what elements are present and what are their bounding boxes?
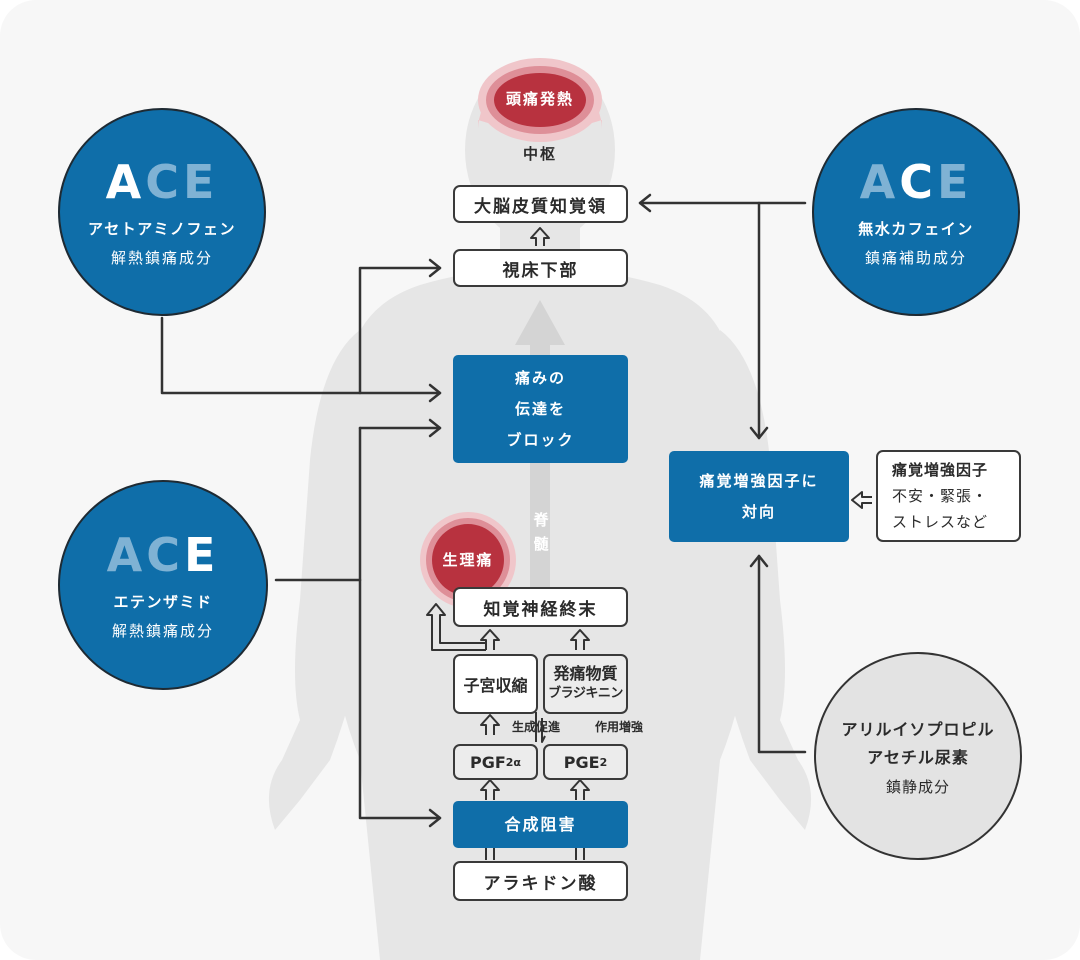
block-line-3: ブロック	[506, 430, 575, 449]
ingredient-role: 鎮痛補助成分	[864, 249, 967, 267]
ace-logo: ACE	[107, 529, 220, 581]
pain-substance-line-2: ブラジキニン	[548, 686, 623, 701]
connector-hypothalamus	[358, 266, 442, 395]
ace-letter-c: C	[145, 155, 183, 209]
head-pain-label: 頭痛発熱	[505, 90, 574, 108]
ace-letter-a: A	[105, 155, 146, 209]
ace-letter-c: C	[146, 528, 184, 582]
uterine-contraction-box: 子宮収縮	[453, 654, 538, 714]
ingredient-name-line-2: アセチル尿素	[867, 747, 969, 767]
counter-line-2: 対向	[741, 502, 776, 521]
hypothalamus-box: 視床下部	[453, 249, 628, 287]
pain-substance-box: 発痛物質 ブラジキニン	[543, 654, 628, 714]
ace-logo: ACE	[106, 156, 219, 208]
ingredient-role: 鎮静成分	[885, 777, 950, 796]
ingredient-caffeine: ACE 無水カフェイン 鎮痛補助成分	[812, 108, 1020, 316]
ace-letter-e: E	[183, 528, 220, 582]
sensory-nerve-box: 知覚神経終末	[453, 587, 628, 627]
ingredient-name: エテンザミド	[113, 593, 213, 611]
factor-source-line-3: ストレスなど	[892, 513, 989, 531]
factor-source-box: 痛覚増強因子 不安・緊張・ ストレスなど	[876, 450, 1021, 542]
ingredient-ethenzamide: ACE エテンザミド 解熱鎮痛成分	[58, 480, 268, 690]
ingredient-sedative: アリルイソプロピル アセチル尿素 鎮静成分	[814, 652, 1022, 860]
head-pain-graphic	[478, 58, 602, 142]
ace-letter-a: A	[859, 155, 900, 209]
ingredient-name-line-1: アリルイソプロピル	[841, 719, 995, 739]
hollow-arrows	[426, 227, 872, 860]
cortex-box: 大脳皮質知覚領	[453, 185, 628, 223]
pge2-sub: 2	[599, 755, 608, 769]
ingredient-role: 解熱鎮痛成分	[110, 249, 213, 267]
counter-factor-box: 痛覚増強因子に 対向	[669, 451, 849, 542]
factor-source-title: 痛覚増強因子	[892, 461, 989, 479]
pgf2a-sub: 2α	[505, 755, 521, 769]
block-line-1: 痛みの	[514, 368, 566, 387]
enhance-label: 作用増強	[595, 720, 644, 734]
synthesis-inhibition-box: 合成阻害	[453, 801, 628, 848]
ingredient-name: アセトアミノフェン	[88, 220, 236, 238]
ingredient-role: 解熱鎮痛成分	[111, 622, 214, 640]
block-line-2: 伝達を	[514, 399, 566, 418]
period-pain-graphic	[420, 512, 516, 608]
ace-letter-c: C	[899, 155, 937, 209]
block-transmission-box: 痛みの 伝達を ブロック	[453, 355, 628, 463]
ace-letter-a: A	[106, 528, 147, 582]
factor-source-line-2: 不安・緊張・	[892, 487, 989, 505]
ingredient-name: 無水カフェイン	[858, 220, 974, 238]
ingredient-acetaminophen: ACE アセトアミノフェン 解熱鎮痛成分	[58, 108, 266, 316]
arachidonic-acid-box: アラキドン酸	[453, 861, 628, 901]
ace-logo: ACE	[860, 156, 973, 208]
pgf2a-base: PGF	[469, 752, 506, 772]
connector-sedative	[757, 554, 807, 754]
spine-char-1: 脊	[533, 511, 549, 529]
promote-label: 生成促進	[512, 720, 561, 734]
ace-letter-e: E	[182, 155, 219, 209]
connector-acetaminophen	[160, 316, 442, 395]
spine-label: 脊 髄	[531, 508, 551, 556]
center-label: 中枢	[522, 145, 557, 163]
ace-letter-e: E	[936, 155, 973, 209]
period-pain-label: 生理痛	[442, 551, 494, 569]
pain-substance-line-1: 発痛物質	[553, 664, 618, 683]
counter-line-1: 痛覚増強因子に	[699, 471, 819, 490]
spine-char-2: 髄	[533, 535, 549, 553]
pge2-base: PGE	[563, 752, 600, 772]
